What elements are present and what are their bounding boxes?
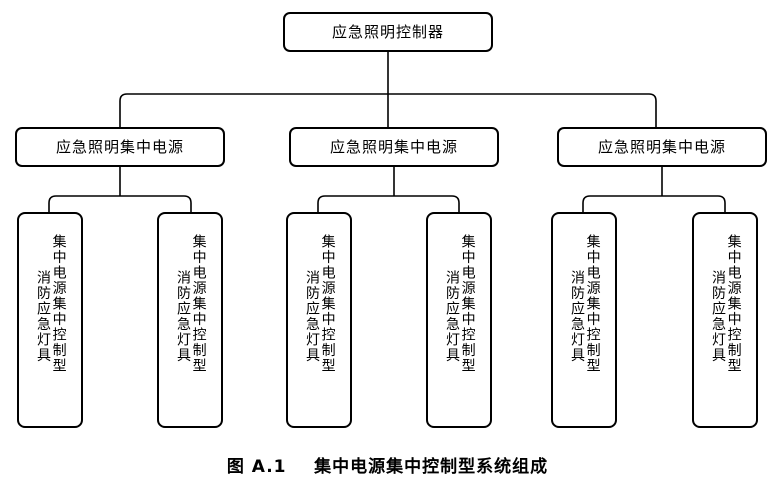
node-label: 应急照明集中电源	[597, 137, 726, 156]
node-luminaire-6[interactable]: 集中电源集中控制型 消防应急灯具	[692, 212, 758, 428]
leaf-text-block: 集中电源集中控制型 消防应急灯具	[288, 214, 350, 426]
node-label: 应急照明控制器	[331, 22, 444, 41]
node-label: 应急照明集中电源	[329, 137, 458, 156]
leaf-secondary-label: 消防应急灯具	[175, 270, 191, 363]
node-luminaire-5[interactable]: 集中电源集中控制型 消防应急灯具	[551, 212, 617, 428]
leaf-primary-label: 集中电源集中控制型	[50, 234, 67, 374]
leaf-primary-label: 集中电源集中控制型	[190, 234, 207, 374]
leaf-primary-label: 集中电源集中控制型	[584, 234, 601, 374]
leaf-primary-label: 集中电源集中控制型	[319, 234, 336, 374]
leaf-text-block: 集中电源集中控制型 消防应急灯具	[19, 214, 81, 426]
wire-level2-bus	[119, 93, 657, 127]
node-luminaire-2[interactable]: 集中电源集中控制型 消防应急灯具	[157, 212, 223, 428]
leaf-text-block: 集中电源集中控制型 消防应急灯具	[428, 214, 490, 426]
node-luminaire-3[interactable]: 集中电源集中控制型 消防应急灯具	[286, 212, 352, 428]
node-central-power-supply-3[interactable]: 应急照明集中电源	[557, 127, 767, 167]
leaf-secondary-label: 消防应急灯具	[710, 270, 726, 363]
leaf-secondary-label: 消防应急灯具	[569, 270, 585, 363]
node-emergency-lighting-controller[interactable]: 应急照明控制器	[283, 12, 493, 52]
wire-group2-bus	[317, 195, 460, 212]
leaf-text-block: 集中电源集中控制型 消防应急灯具	[553, 214, 615, 426]
wire-group1-bus	[48, 195, 192, 212]
leaf-primary-label: 集中电源集中控制型	[459, 234, 476, 374]
node-label: 应急照明集中电源	[55, 137, 184, 156]
node-luminaire-4[interactable]: 集中电源集中控制型 消防应急灯具	[426, 212, 492, 428]
node-central-power-supply-2[interactable]: 应急照明集中电源	[289, 127, 499, 167]
leaf-text-block: 集中电源集中控制型 消防应急灯具	[159, 214, 221, 426]
figure-caption: 图 A.1 集中电源集中控制型系统组成	[226, 457, 549, 477]
leaf-secondary-label: 消防应急灯具	[444, 270, 460, 363]
leaf-secondary-label: 消防应急灯具	[304, 270, 320, 363]
leaf-primary-label: 集中电源集中控制型	[725, 234, 742, 374]
wire-group3-bus	[582, 195, 726, 212]
node-luminaire-1[interactable]: 集中电源集中控制型 消防应急灯具	[17, 212, 83, 428]
leaf-secondary-label: 消防应急灯具	[35, 270, 51, 363]
leaf-text-block: 集中电源集中控制型 消防应急灯具	[694, 214, 756, 426]
node-central-power-supply-1[interactable]: 应急照明集中电源	[15, 127, 225, 167]
